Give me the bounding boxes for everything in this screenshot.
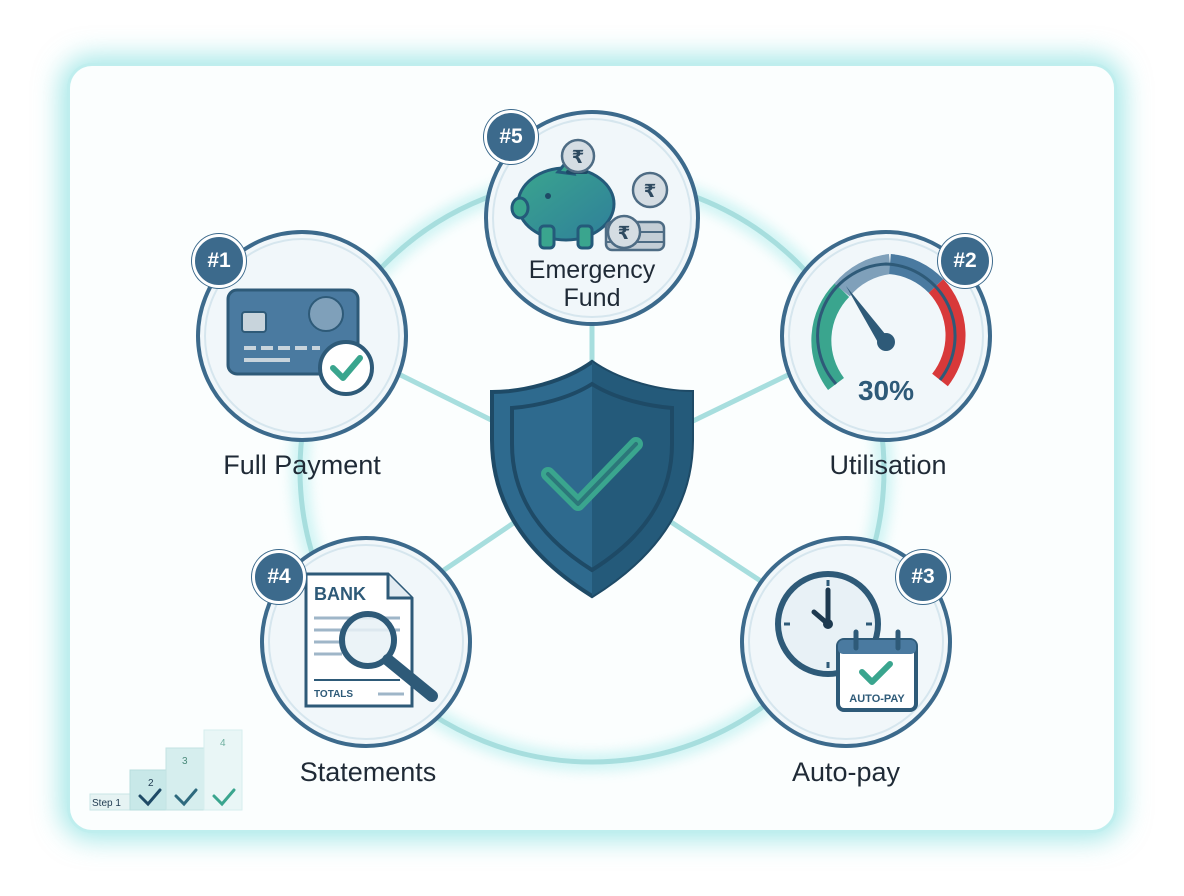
rupee-coin-glyph: ₹ <box>618 223 631 244</box>
step-check-icon <box>138 788 162 807</box>
statement-header: BANK <box>314 584 366 604</box>
badge-4: #4 <box>252 550 306 604</box>
label-emergency-fund-line1: Emergency <box>528 256 656 284</box>
step-label-3: 3 <box>182 756 188 767</box>
step-check-icon <box>174 788 198 807</box>
node-emergency-fund: ₹ ₹ ₹ <box>484 110 700 326</box>
shield-check-icon <box>490 359 694 599</box>
label-emergency-fund-line2: Fund <box>563 284 621 312</box>
magnifier-icon <box>339 611 438 702</box>
gauge-value: 30% <box>858 375 914 406</box>
node-full-payment <box>196 230 408 442</box>
steps-illustration: Step 1 2 3 4 <box>89 729 243 811</box>
step-check-icon <box>212 788 236 807</box>
node-auto-pay: AUTO-PAY <box>740 536 952 748</box>
coin-stack-icon: ₹ ₹ ₹ <box>560 138 669 252</box>
step-label-1: Step 1 <box>92 798 121 809</box>
node-utilisation: 30% <box>780 230 992 442</box>
rupee-coin-glyph: ₹ <box>572 147 585 168</box>
label-utilisation: Utilisation <box>829 450 947 480</box>
badge-5: #5 <box>484 110 538 164</box>
step-label-4: 4 <box>220 738 226 749</box>
badge-2: #2 <box>938 234 992 288</box>
badge-1: #1 <box>192 234 246 288</box>
label-full-payment: Full Payment <box>223 450 381 480</box>
rupee-coin-glyph: ₹ <box>644 181 657 202</box>
check-circle-icon <box>318 340 374 396</box>
calendar-icon: AUTO-PAY <box>836 629 918 712</box>
step-label-2: 2 <box>148 778 154 789</box>
badge-3: #3 <box>896 550 950 604</box>
calendar-label: AUTO-PAY <box>849 693 905 705</box>
node-statements: BANK TOTALS <box>260 536 472 748</box>
label-statements: Statements <box>299 757 437 787</box>
label-emergency-fund: Emergency Fund <box>529 256 655 312</box>
gauge-icon <box>811 254 966 391</box>
label-auto-pay: Auto-pay <box>791 757 901 787</box>
statement-footer: TOTALS <box>314 689 353 700</box>
